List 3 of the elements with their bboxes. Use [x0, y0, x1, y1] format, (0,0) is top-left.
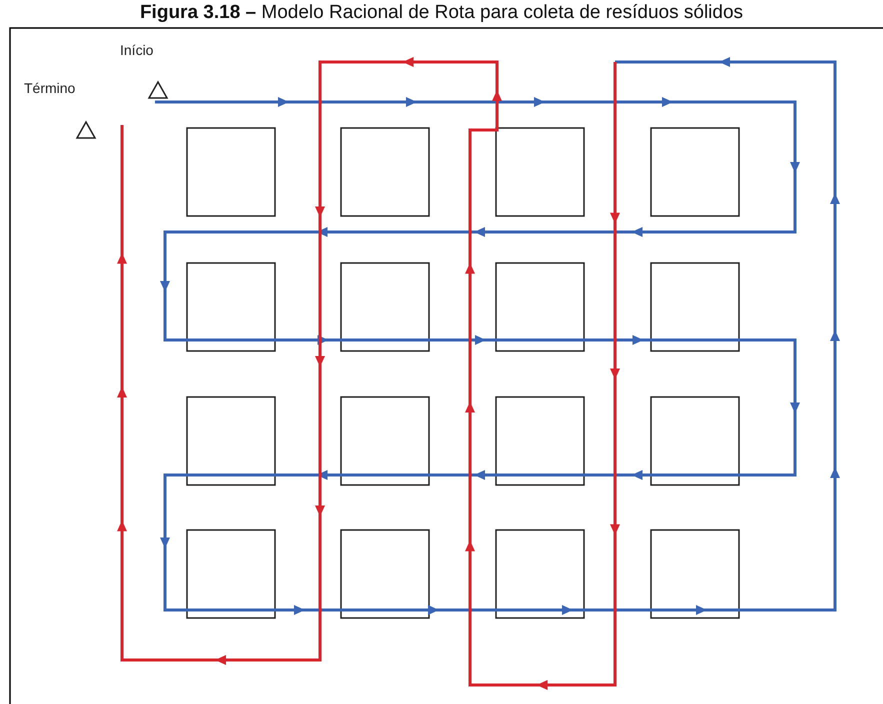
route-point-label: Término [24, 80, 76, 96]
figure-title: Figura 3.18 – Modelo Racional de Rota para coleta de resíduos sólidos [138, 2, 744, 24]
route-point-label: Início [120, 42, 154, 58]
